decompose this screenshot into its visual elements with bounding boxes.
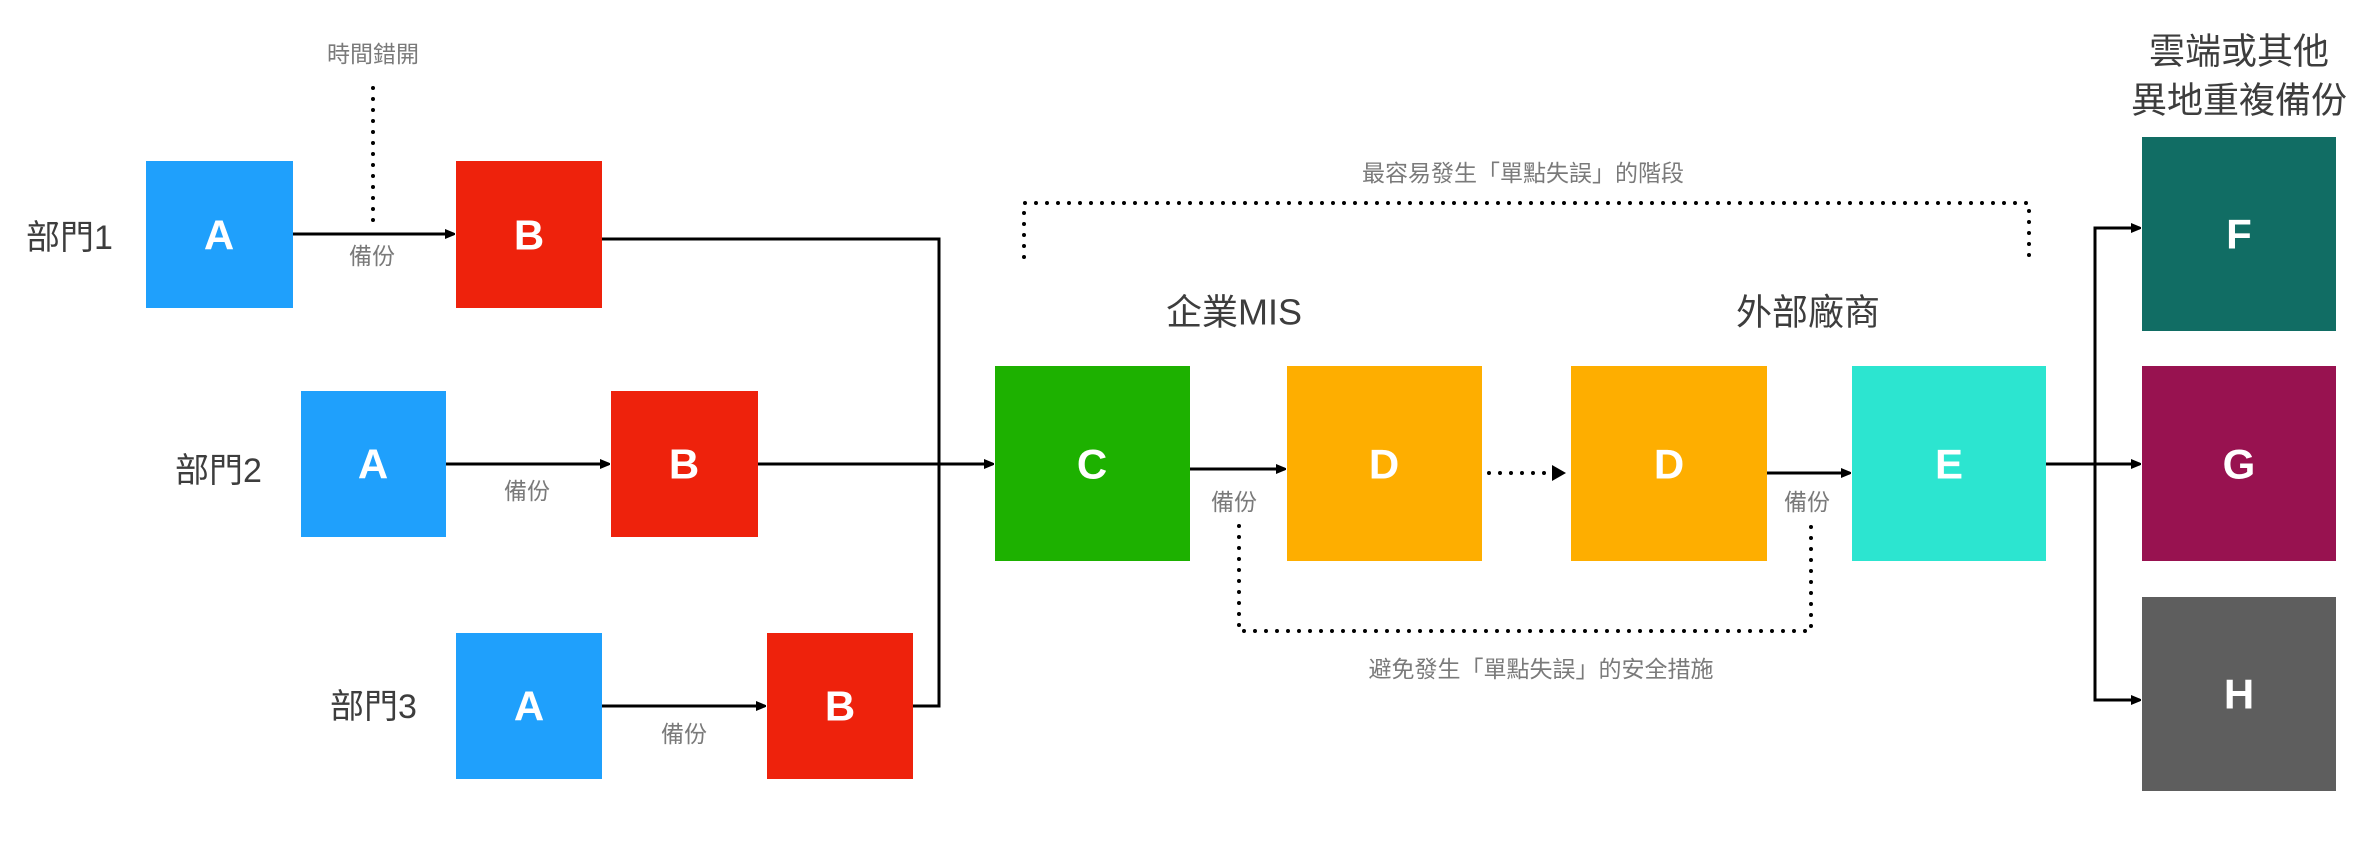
box-fill (146, 161, 293, 308)
box-fill (1852, 366, 2046, 561)
time-stagger-label: 時間錯開 (327, 41, 419, 67)
box-letter: D (1369, 441, 1399, 488)
vendor-backup-label: 備份 (1784, 489, 1830, 515)
offsite-branch-line (2093, 226, 2140, 702)
box-fill (611, 391, 758, 537)
offsite-box-g: G (2142, 366, 2336, 561)
dept1-backup-label: 備份 (349, 243, 395, 269)
dept1-box-b: B (456, 161, 602, 308)
dept2-box-a: A (301, 391, 446, 537)
enterprise-heading: 企業MIS (1166, 292, 1302, 333)
enterprise-backup-label: 備份 (1211, 489, 1257, 515)
box-fill (2142, 597, 2336, 791)
vendor-box-e: E (1852, 366, 2046, 561)
box-letter: B (669, 441, 699, 488)
offsite-heading-line1: 雲端或其他 (2149, 31, 2329, 72)
dept1-box-a: A (146, 161, 293, 308)
dept2-backup-label: 備份 (504, 478, 550, 504)
enterprise-box-d: D (1287, 366, 1482, 561)
dept3-backup-label: 備份 (661, 721, 707, 747)
offsite-box-f: F (2142, 137, 2336, 331)
connectors (293, 86, 2140, 708)
box-fill (1287, 366, 1482, 561)
vendor-box-d: D (1571, 366, 1767, 561)
box-fill (995, 366, 1190, 561)
dept1-label: 部門1 (26, 219, 113, 257)
dept3-box-b: B (767, 633, 913, 779)
box-letter: C (1077, 441, 1107, 488)
dotted-arrowhead (1552, 465, 1566, 481)
offsite-heading-line2: 異地重複備份 (2131, 80, 2347, 121)
dept3-label: 部門3 (330, 688, 417, 726)
spof-measure-label: 避免發生「單點失誤」的安全措施 (1369, 656, 1714, 682)
box-fill (2142, 366, 2336, 561)
box-fill (1571, 366, 1767, 561)
box-fill (301, 391, 446, 537)
merge-line (602, 237, 941, 708)
box-letter: A (358, 441, 388, 488)
dept2-label: 部門2 (175, 452, 262, 490)
vendor-heading: 外部廠商 (1736, 292, 1880, 333)
box-letter: E (1935, 441, 1963, 488)
box-fill (456, 633, 602, 779)
box-letter: D (1654, 441, 1684, 488)
box-letter: F (2226, 211, 2252, 258)
box-fill (456, 161, 602, 308)
enterprise-box-c: C (995, 366, 1190, 561)
offsite-box-h: H (2142, 597, 2336, 791)
dept3-box-a: A (456, 633, 602, 779)
box-fill (767, 633, 913, 779)
spof-stage-label: 最容易發生「單點失誤」的階段 (1362, 160, 1684, 186)
dept2-box-b: B (611, 391, 758, 537)
box-letter: H (2224, 671, 2254, 718)
box-letter: B (514, 212, 544, 259)
box-fill (2142, 137, 2336, 331)
spof-stage-bracket (1022, 201, 2031, 259)
box-letter: A (514, 683, 544, 730)
box-letter: G (2223, 441, 2256, 488)
box-letter: B (825, 683, 855, 730)
box-letter: A (204, 212, 234, 259)
